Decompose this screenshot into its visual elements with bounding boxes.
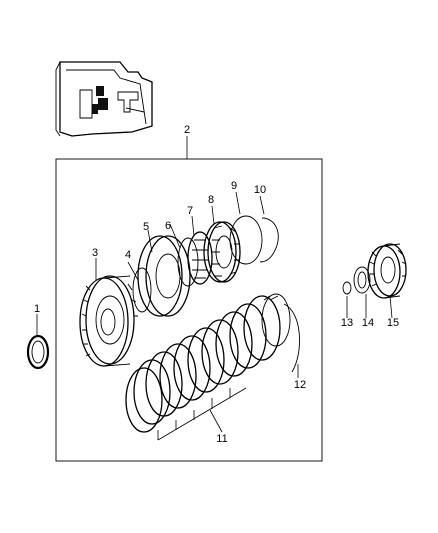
part-11-leader-bracket	[157, 387, 247, 441]
callout-9: 9	[231, 180, 237, 192]
part-4-snap-ring	[132, 267, 152, 313]
leader-lines	[36, 191, 393, 378]
callout-12: 12	[294, 379, 306, 391]
part-1-inner	[31, 340, 45, 364]
callout-4: 4	[125, 249, 131, 261]
callout-labels: 1 2 3 4 5 6 7 8 9 10 11 12 13 14 15	[34, 124, 399, 445]
part-11-clutch-plate-stack	[125, 293, 291, 433]
part-6-seal	[177, 237, 199, 287]
callout-7: 7	[187, 205, 193, 217]
part-13-seal	[342, 281, 352, 295]
part-5-piston	[137, 235, 191, 317]
callout-13: 13	[341, 317, 353, 329]
part-15-gear-hub	[367, 243, 407, 299]
part-1-seal-ring	[26, 334, 50, 370]
callout-8: 8	[208, 194, 214, 206]
callout-11: 11	[216, 433, 227, 445]
callout-10: 10	[254, 184, 266, 196]
callout-5: 5	[143, 221, 149, 233]
transmission-case-illustration	[55, 61, 153, 137]
callout-6: 6	[165, 220, 171, 232]
callout-14: 14	[362, 317, 374, 329]
callout-2: 2	[184, 124, 190, 136]
part-9-snap-ring	[229, 215, 263, 265]
callout-15: 15	[387, 317, 399, 329]
callout-3: 3	[92, 247, 98, 259]
part-14-thrust-washer	[353, 266, 371, 294]
part-12-snap-ring	[283, 303, 301, 373]
callout-1: 1	[34, 303, 40, 315]
assembly-group-box	[55, 158, 323, 462]
part-3-clutch-hub	[79, 275, 138, 367]
part-7-spring-retainer	[187, 231, 213, 285]
part-10-retaining-ring	[259, 217, 279, 263]
